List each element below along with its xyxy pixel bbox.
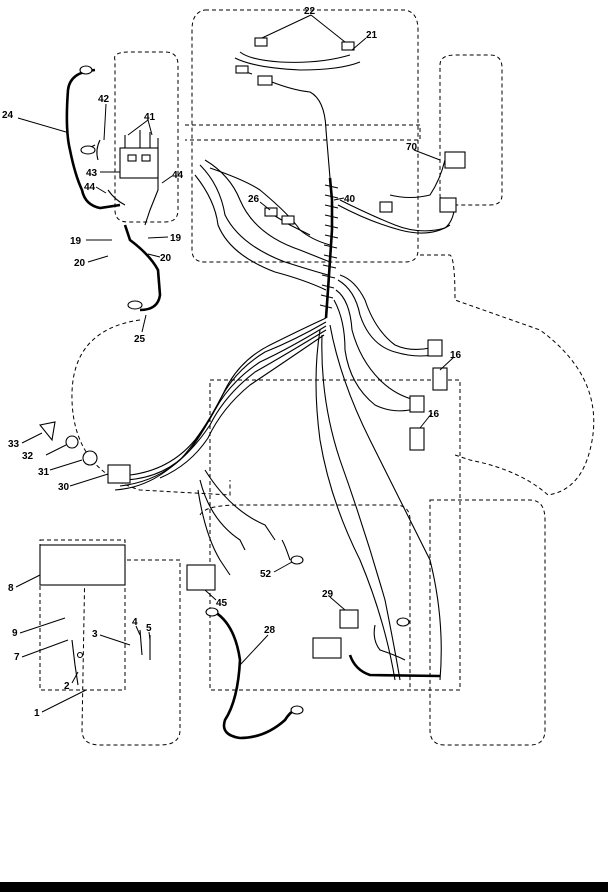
callout-40: 40: [344, 194, 356, 205]
headlight-wire: [234, 51, 361, 71]
callout-44-left: 44: [84, 182, 96, 193]
headlight-socket-right: [341, 41, 355, 51]
switch-16a: [432, 367, 448, 391]
hood-outline: [191, 9, 419, 263]
callout-28: 28: [264, 625, 276, 636]
assembly-8: [39, 544, 126, 586]
callout-41: 41: [144, 112, 156, 123]
module-45: [186, 564, 216, 591]
callout-9: 9: [12, 628, 18, 639]
solenoid-41: [119, 147, 159, 179]
callout-7: 7: [14, 652, 20, 663]
callout-4: 4: [132, 617, 138, 628]
callout-24: 24: [2, 110, 14, 121]
callout-8: 8: [8, 583, 14, 594]
callout-19-left: 19: [70, 236, 82, 247]
callout-33: 33: [8, 439, 20, 450]
callout-21: 21: [366, 30, 378, 41]
callout-70: 70: [406, 142, 418, 153]
tractor-outline: [39, 9, 595, 746]
connector-26: [264, 207, 278, 217]
rear-left-wheel-outline: [81, 559, 181, 746]
connector-30: [107, 464, 131, 484]
callout-16-lower: 16: [428, 409, 440, 420]
leader-lines: [15, 14, 455, 713]
callout-31: 31: [38, 467, 50, 478]
cable-28: [214, 610, 296, 740]
callout-16-upper: 16: [450, 350, 462, 361]
callout-20-left: 20: [74, 258, 86, 269]
callout-22: 22: [304, 6, 316, 17]
callout-2: 2: [64, 681, 70, 692]
callout-26: 26: [248, 194, 260, 205]
switch-16b: [409, 427, 425, 451]
pedal-area-outline: [39, 539, 126, 691]
callout-32: 32: [22, 451, 34, 462]
callout-19-right: 19: [170, 233, 182, 244]
ignition-31: [82, 450, 98, 466]
part-33: [39, 421, 56, 442]
callout-5: 5: [146, 623, 152, 634]
battery-cable-24: [65, 68, 121, 210]
part-32: [65, 435, 79, 449]
callout-1: 1: [34, 708, 40, 719]
front-right-wheel-outline: [439, 54, 503, 206]
callout-45: 45: [216, 598, 228, 609]
coiled-cord: [348, 654, 441, 678]
front-left-wheel-outline: [114, 51, 179, 223]
deck-outline: [71, 319, 231, 496]
callout-44-right: 44: [172, 170, 184, 181]
frame-outline: [185, 124, 421, 141]
headlight-socket-left: [254, 37, 268, 47]
callout-52: 52: [260, 569, 272, 580]
bottom-bar: [0, 882, 608, 892]
switch-29: [339, 609, 359, 629]
rear-axle-outline: [199, 504, 411, 690]
callout-30: 30: [58, 482, 70, 493]
wire-40: [339, 199, 456, 232]
wiring: [39, 37, 466, 740]
callout-43: 43: [86, 168, 98, 179]
rear-right-wheel-outline: [429, 499, 546, 746]
callout-25: 25: [134, 334, 146, 345]
connector-16a-plug: [427, 339, 443, 357]
callout-20-right: 20: [160, 253, 172, 264]
callout-29: 29: [322, 589, 334, 600]
callout-labels: 22 21 24 42 41 70 43 44 44 26 40 19 19 2…: [2, 6, 462, 719]
callout-42: 42: [98, 94, 110, 105]
connector-70: [444, 151, 466, 169]
callout-3: 3: [92, 629, 98, 640]
cable-25: [123, 224, 162, 312]
